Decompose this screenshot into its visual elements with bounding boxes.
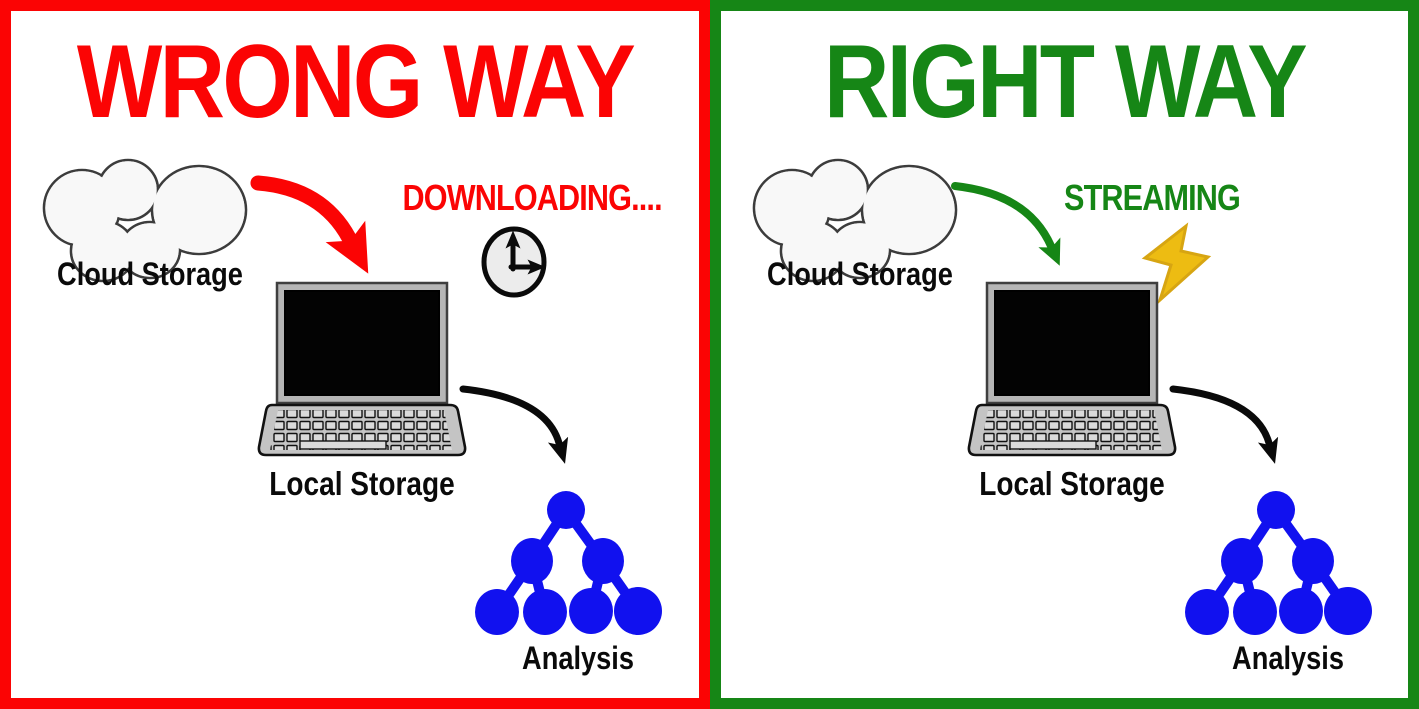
wrong-way-panel: WRONG WAY xyxy=(0,0,710,709)
spacebar-key xyxy=(299,440,387,450)
streaming-arrow-icon xyxy=(951,182,1061,266)
wrong-way-title: WRONG WAY xyxy=(76,24,636,140)
keyboard-keys xyxy=(980,410,1162,450)
right-way-art xyxy=(752,158,1372,635)
local-storage-label: Local Storage xyxy=(979,465,1165,502)
download-arrow-icon xyxy=(250,175,369,274)
monitor-screen xyxy=(994,290,1150,396)
lightning-icon xyxy=(1141,222,1212,305)
flow-arrow-icon xyxy=(1169,385,1279,464)
analysis-label: Analysis xyxy=(522,640,634,676)
spacebar-key xyxy=(1009,440,1097,450)
monitor-screen xyxy=(284,290,440,396)
flow-arrow-icon xyxy=(459,385,569,464)
downloading-label: DOWNLOADING.... xyxy=(402,177,663,218)
cloud-icon xyxy=(752,158,958,283)
right-way-title: RIGHT WAY xyxy=(824,24,1308,140)
local-storage-label: Local Storage xyxy=(269,465,455,502)
cloud-storage-label: Cloud Storage xyxy=(57,256,243,292)
right-way-panel: RIGHT WAY xyxy=(710,0,1419,709)
cloud-icon xyxy=(42,158,248,283)
analysis-tree-icon xyxy=(475,491,662,635)
keyboard-keys xyxy=(270,410,452,450)
clock-icon xyxy=(481,226,547,298)
computer-icon xyxy=(967,281,1177,457)
analysis-label: Analysis xyxy=(1232,640,1344,676)
wrong-way-art xyxy=(42,158,662,635)
analysis-tree-icon xyxy=(1185,491,1372,635)
computer-icon xyxy=(257,281,467,457)
cloud-storage-label: Cloud Storage xyxy=(767,256,953,292)
streaming-label: STREAMING xyxy=(1064,177,1241,218)
